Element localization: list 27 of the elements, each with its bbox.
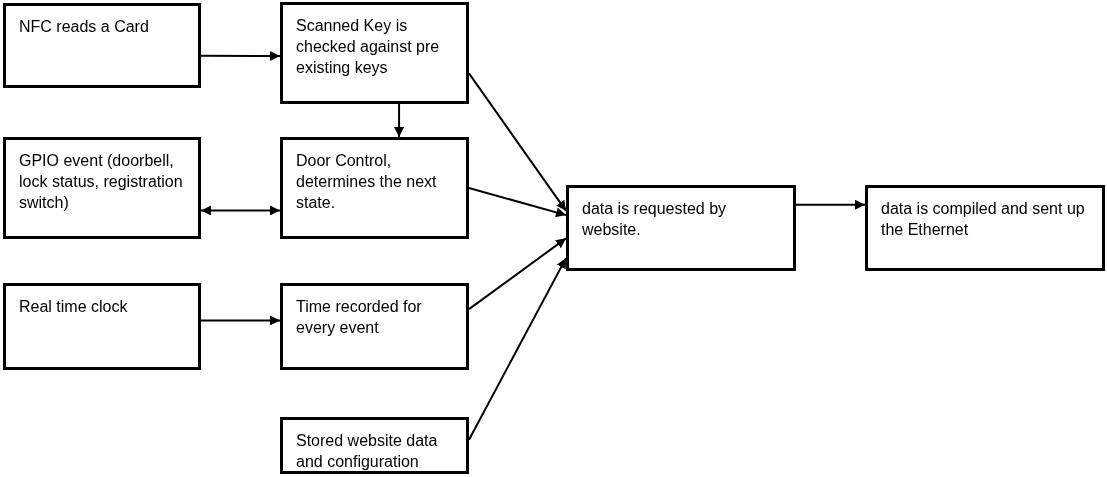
- arrow: [795, 199, 866, 210]
- box-text: data is compiled and sent up the Ethernet: [881, 199, 1086, 240]
- process-box: [280, 2, 469, 104]
- arrow: [468, 237, 567, 311]
- arrow: [200, 205, 281, 216]
- arrow: [394, 103, 405, 138]
- box-text: NFC reads a Card: [19, 17, 150, 37]
- process-box: [566, 185, 796, 271]
- process-box: [280, 417, 469, 474]
- box-text: Time recorded for every event: [296, 297, 423, 338]
- box-text: GPIO event (doorbell, lock status, registration switch): [19, 151, 184, 213]
- box-text: Scanned Key is checked against pre existing keys: [296, 16, 441, 78]
- box-text: data is requested by website.: [582, 199, 728, 240]
- arrow: [468, 257, 567, 441]
- arrow: [468, 72, 567, 212]
- box-text: Door Control, determines the next state.: [296, 151, 438, 213]
- process-box: [865, 185, 1105, 271]
- process-box: [3, 137, 201, 239]
- arrow: [200, 51, 281, 61]
- process-box: [3, 283, 201, 370]
- box-text: Stored website data and configuration: [296, 431, 439, 472]
- process-box: [280, 283, 469, 370]
- arrow: [468, 187, 567, 218]
- arrow: [200, 315, 281, 326]
- box-text: Real time clock: [19, 297, 129, 317]
- process-box: [3, 3, 201, 88]
- process-box: [280, 137, 469, 239]
